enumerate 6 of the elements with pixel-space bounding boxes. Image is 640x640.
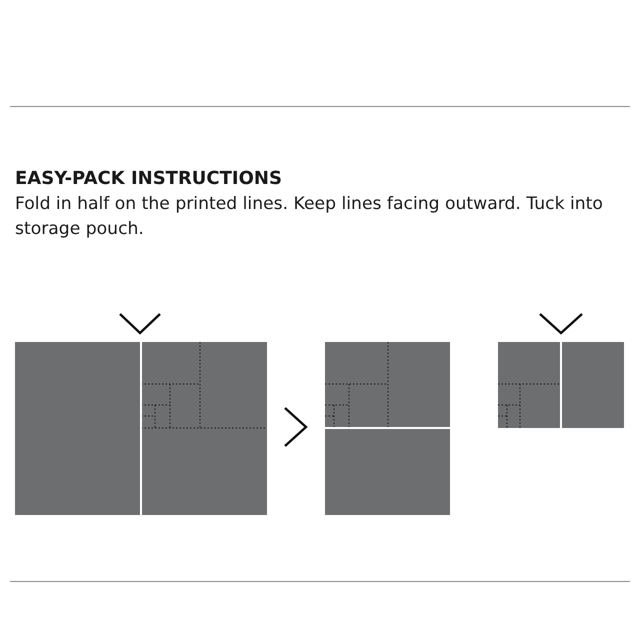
chevron-arrow: [284, 407, 308, 447]
heading: EASY-PACK INSTRUCTIONS: [15, 168, 282, 189]
folded-blanket-drawing: [15, 342, 267, 515]
folded-blanket-drawing: [325, 342, 450, 515]
folded-blanket-drawing: [498, 342, 624, 428]
instruction-text: Fold in half on the printed lines. Keep lines facing outward. Tuck into storage pouch.: [15, 193, 604, 241]
